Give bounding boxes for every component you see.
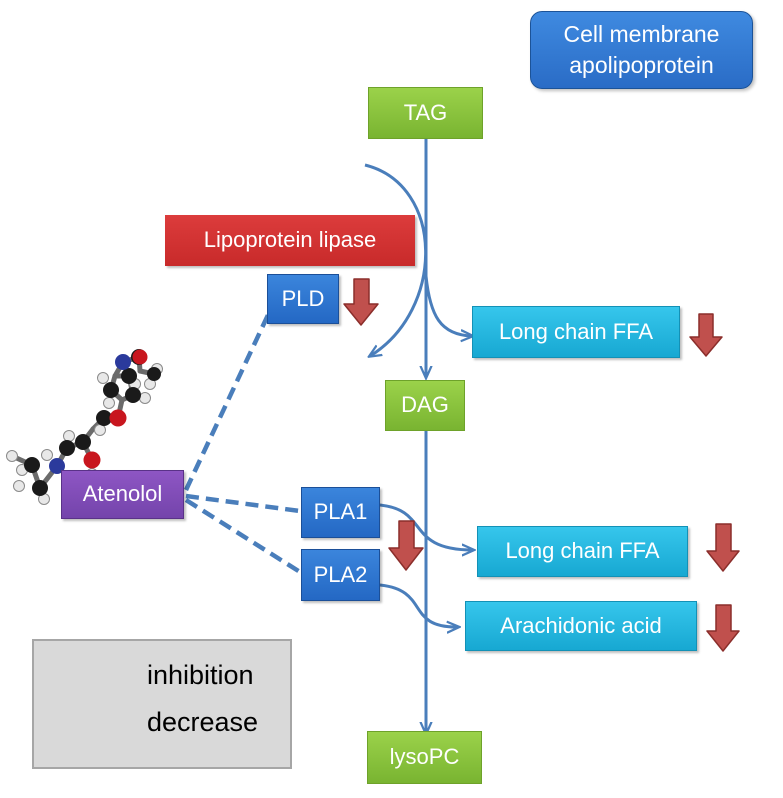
inhibition-pld-line <box>183 314 271 491</box>
pla2-enzyme-box: PLA2 <box>301 549 380 601</box>
lipase-curve-ffa-arrow <box>424 275 472 336</box>
pla2-to-arachidonic-arrow <box>379 583 458 627</box>
tag-node: TAG <box>368 87 483 139</box>
atenolol-molecule-icon <box>6 349 163 505</box>
legend-panel: inhibition decrease <box>32 639 292 769</box>
lipase-curve-left-arrow <box>364 163 428 356</box>
ffa1-decrease-arrow-icon <box>689 313 723 357</box>
pld-decrease-arrow-icon <box>343 278 379 326</box>
cell-membrane-apolipoprotein-box: Cell membrane apolipoprotein <box>530 11 753 89</box>
inhibition-pla2-line <box>184 498 302 574</box>
atenolol-drug-box: Atenolol <box>61 470 184 519</box>
legend-decrease-label: decrease <box>147 707 259 737</box>
ffa2-decrease-arrow-icon <box>706 523 740 572</box>
legend-inhibition-label: inhibition <box>147 660 254 690</box>
pla1-enzyme-box: PLA1 <box>301 487 380 538</box>
long-chain-ffa-box-2: Long chain FFA <box>477 526 688 577</box>
pla-decrease-arrow-icon <box>388 520 424 571</box>
inhibition-pla1-line <box>185 493 301 514</box>
lipoprotein-lipase-box: Lipoprotein lipase <box>165 215 415 266</box>
arachidonic-acid-box: Arachidonic acid <box>465 601 697 651</box>
pld-enzyme-box: PLD <box>267 274 339 324</box>
dag-node: DAG <box>385 380 465 431</box>
arachidonic-decrease-arrow-icon <box>706 604 740 652</box>
lysopc-node: lysoPC <box>367 731 482 784</box>
pla1-to-ffa-arrow <box>379 503 473 550</box>
long-chain-ffa-box-1: Long chain FFA <box>472 306 680 358</box>
